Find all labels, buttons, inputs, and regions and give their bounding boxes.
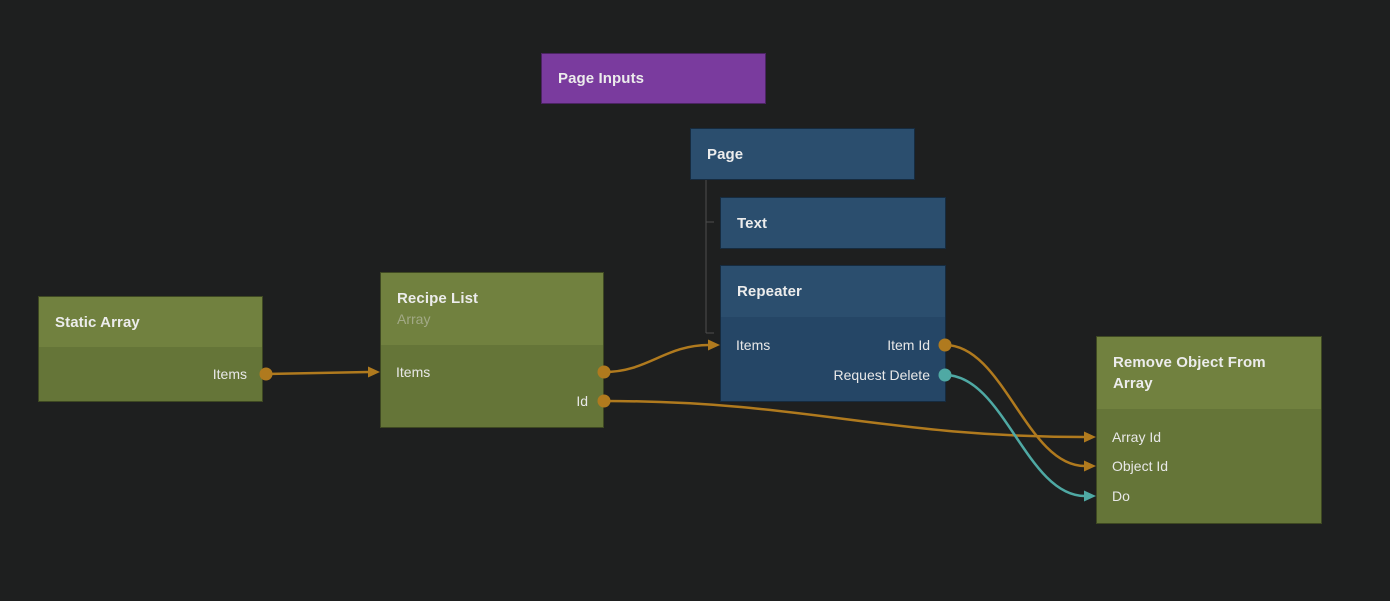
node-title: Page Inputs (558, 70, 645, 87)
node-header: Page (691, 129, 914, 179)
output-port-request-delete[interactable]: Request Delete (833, 367, 930, 383)
input-port-do[interactable]: Do (1112, 488, 1130, 504)
node-title: Repeater (737, 283, 802, 300)
output-port-items[interactable]: Items (212, 366, 247, 382)
input-port-array-id[interactable]: Array Id (1112, 429, 1162, 445)
node-title: Static Array (55, 313, 140, 331)
input-port-items[interactable]: Items (736, 337, 771, 353)
input-port-object-id[interactable]: Object Id (1112, 458, 1169, 474)
node-subtitle: Array (397, 311, 431, 327)
output-port-id[interactable]: Id (576, 393, 588, 409)
node-text[interactable]: Text (720, 197, 946, 249)
node-header: Repeater (721, 266, 945, 317)
node-title: Remove Object From Array (1113, 354, 1266, 392)
node-page[interactable]: Page (690, 128, 915, 180)
node-header: Text (721, 198, 945, 248)
node-page-inputs[interactable]: Page Inputs (541, 53, 766, 104)
node-title: Recipe List (397, 290, 479, 307)
node-title: Text (737, 214, 768, 232)
node-header: Static Array (39, 297, 262, 347)
node-header: Remove Object From Array (1097, 337, 1321, 409)
node-title: Page (707, 145, 744, 163)
input-port-items[interactable]: Items (396, 364, 431, 380)
output-port-item-id[interactable]: Item Id (887, 337, 930, 353)
node-header: Page Inputs (542, 54, 765, 103)
